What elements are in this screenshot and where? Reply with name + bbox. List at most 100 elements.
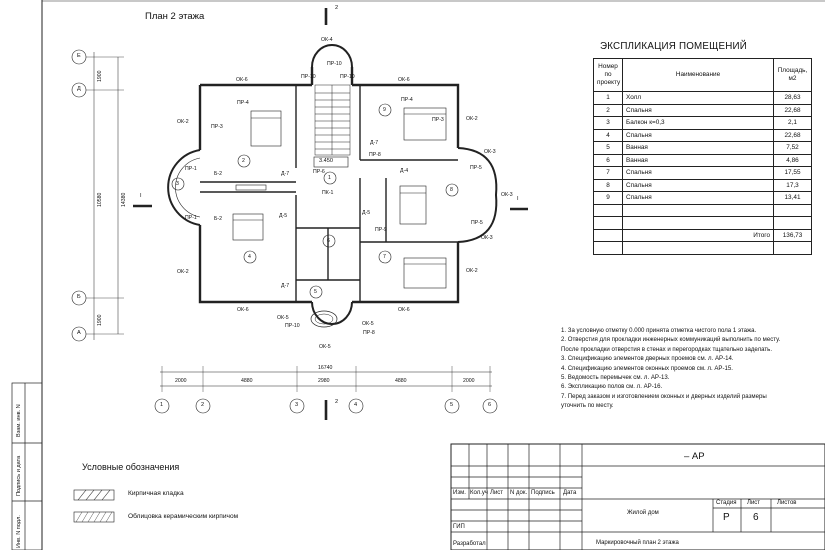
- room-number: 4: [248, 254, 251, 260]
- row-name: Спальня: [622, 191, 774, 205]
- row-number: 8: [593, 178, 623, 192]
- balcony-left-inner: [175, 157, 201, 218]
- window-mark: ОК-6: [398, 77, 410, 83]
- axis-bubbles-bottom: [154, 398, 498, 414]
- room-number: 5: [314, 289, 317, 295]
- door-mark: Д-7: [370, 140, 379, 146]
- opening-mark: ПР-10: [285, 323, 300, 329]
- note-line: уточнить по месту.: [561, 402, 614, 410]
- window-mark: ОК-5: [319, 344, 331, 350]
- room-number: 1: [328, 175, 331, 181]
- window-mark: ОК-2: [177, 119, 189, 125]
- table-row-empty: [593, 241, 812, 255]
- legend-swatches: [73, 489, 115, 523]
- note-line: 7. Перед заказом и изготовлением оконных…: [561, 392, 767, 400]
- tb-header-doc: N док.: [510, 490, 528, 496]
- axis-label-5: 5: [450, 402, 454, 408]
- opening-mark: ПР-10: [301, 74, 316, 80]
- axis-label-1: 1: [160, 402, 164, 408]
- dim-left-top: 1900: [97, 70, 103, 82]
- explication-header-row: Номер по проекту Наименование Площадь, м…: [593, 58, 812, 92]
- bottom-dimension-ticks: [161, 366, 491, 392]
- opening-mark: ПР-4: [237, 100, 249, 106]
- plan-title: План 2 этажа: [145, 11, 205, 22]
- level-mark: 3.450: [319, 158, 333, 164]
- side-stamp-frame: [11, 382, 43, 550]
- bay-right-wall: [457, 147, 498, 243]
- balcony-left-wall: [167, 149, 201, 226]
- row-number: 4: [593, 128, 623, 142]
- dim-left-overall: 14380: [121, 192, 127, 207]
- dim-bottom-4: 4880: [395, 378, 407, 384]
- tb-role-chief: ГИП: [453, 524, 465, 530]
- door-mark: Б-2: [214, 171, 223, 177]
- tb-header-change: Изм.: [453, 490, 466, 496]
- row-area: 17,3: [773, 178, 812, 192]
- legend-item-brick: Кирпичная кладка: [128, 490, 184, 497]
- section-mark-right-label: I: [517, 196, 519, 202]
- explication-title: ЭКСПЛИКАЦИЯ ПОМЕЩЕНИЙ: [600, 41, 747, 52]
- window-mark: ОК-6: [398, 307, 410, 313]
- row-area: 7,52: [773, 141, 812, 155]
- note-line: 6. Экспликацию полов см. л. АР-16.: [561, 383, 663, 391]
- dim-total: 16740: [318, 365, 333, 371]
- opening-mark: ПР-3: [211, 124, 223, 130]
- note-line: 1. За условную отметку 0.000 принята отм…: [561, 327, 757, 334]
- tb-header-count: Кол.уч: [470, 490, 488, 496]
- window-mark: ОК-3: [501, 192, 513, 198]
- window-mark: ОК-6: [237, 307, 249, 313]
- turret-top-wall: [311, 44, 353, 68]
- row-number: 9: [593, 191, 623, 205]
- window-mark: ОК-2: [466, 116, 478, 122]
- opening-mark: ПР-10: [340, 74, 355, 80]
- door-mark: Д-7: [281, 283, 290, 289]
- table-row-empty: [593, 216, 812, 230]
- bathtub-inner: [314, 313, 334, 325]
- row-area: 17,55: [773, 166, 812, 180]
- tb-header-sheet: Лист: [490, 490, 504, 496]
- opening-mark: ПР-1: [185, 166, 197, 172]
- tb-sheet-name: Маркировочный план 2 этажа: [596, 540, 679, 546]
- dim-bottom-3: 2980: [318, 378, 330, 384]
- row-area: 28,63: [773, 91, 812, 105]
- legend-item-cladding: Облицовка керамическим кирпичом: [128, 513, 239, 520]
- opening-mark: ПР-8: [363, 330, 375, 336]
- header-number: Номер по проекту: [593, 58, 623, 92]
- door-mark: Д-4: [400, 168, 409, 174]
- row-number: 2: [593, 103, 623, 117]
- bathtub: [310, 310, 338, 328]
- note-line: После прокладки отверстия в стенах и пер…: [561, 345, 773, 353]
- axis-label-D: Д: [77, 86, 81, 92]
- row-name: Холл: [622, 91, 774, 105]
- row-area: 4,86: [773, 153, 812, 167]
- tb-role-developer: Разработал: [453, 541, 486, 547]
- row-name: Ванная: [622, 153, 774, 167]
- axis-label-B: Б: [77, 294, 81, 300]
- tb-sheet-value: 6: [753, 512, 759, 523]
- row-area: 2,1: [773, 116, 812, 130]
- opening-mark: ПР-9: [375, 227, 387, 233]
- total-value: 136,73: [773, 228, 812, 242]
- staircase: [314, 84, 351, 156]
- tb-stage-value: Р: [723, 512, 730, 523]
- turret-bottom-wall: [311, 301, 353, 325]
- side-stamp-signature: Подпись и дата: [16, 455, 22, 496]
- opening-mark: ПР-3: [432, 117, 444, 123]
- explication-table: Номер по проекту Наименование Площадь, м…: [593, 58, 812, 255]
- side-stamp-inventory: Инв. N подл.: [16, 515, 22, 548]
- window-mark: ОК-4: [321, 37, 333, 43]
- window-mark: ОК-2: [177, 269, 189, 275]
- side-stamp-replace: Взам. инв. N: [16, 404, 22, 437]
- level-mark-box: [313, 156, 349, 168]
- door-mark: Д-5: [279, 213, 288, 219]
- axis-label-E: Е: [77, 53, 81, 59]
- room-number: 7: [383, 254, 386, 260]
- row-number: 6: [593, 153, 623, 167]
- opening-mark: ПР-5: [470, 165, 482, 171]
- dim-left-mid: 10580: [97, 192, 103, 207]
